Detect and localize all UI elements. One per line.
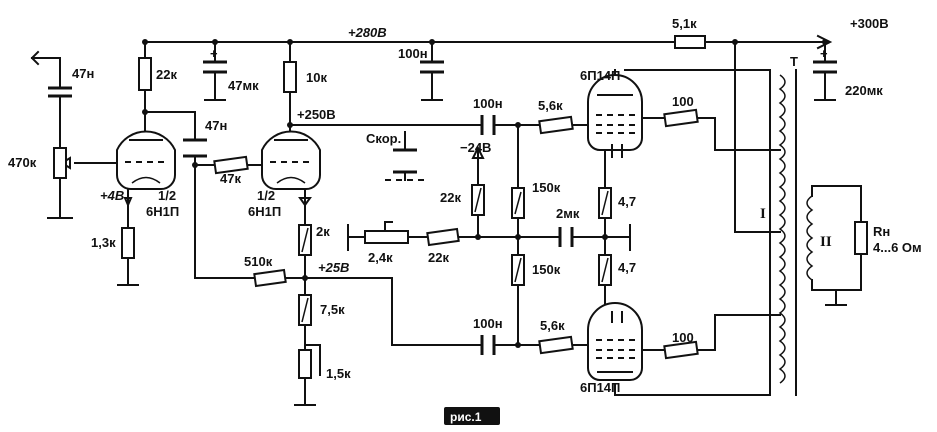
- v1b-type-label: 6Н1П: [248, 204, 281, 219]
- capacitors: ++: [48, 46, 837, 355]
- c-in-label: 47н: [72, 66, 94, 81]
- rail-300-label: +300В: [850, 16, 889, 31]
- r-k1-label: 4,7: [618, 194, 636, 209]
- load-resistor: [854, 221, 868, 255]
- c-coup1-label: 47н: [205, 118, 227, 133]
- c-coup2-label: 100н: [473, 96, 503, 111]
- r-scr1-label: 100: [672, 94, 694, 109]
- r-bias1-label: 22к: [440, 190, 461, 205]
- resistor-100-bottom: [663, 340, 699, 360]
- r-g2-label: 150к: [532, 262, 561, 277]
- output-transformer: [778, 69, 862, 396]
- r-scr2-label: 100: [672, 330, 694, 345]
- resistor-5-6k-bottom: [538, 335, 574, 355]
- node-25-label: +25В: [318, 260, 349, 275]
- c-cath-label: 2мк: [556, 206, 580, 221]
- secondary-winding-label: II: [820, 234, 832, 250]
- resistors: [53, 35, 868, 379]
- wires: [30, 34, 836, 406]
- c-filt1-label: 47мк: [228, 78, 259, 93]
- primary-winding-label: I: [760, 206, 766, 222]
- r-cath2-label: 2к: [316, 224, 330, 239]
- svg-text:+: +: [820, 46, 828, 61]
- r-cath2c-label: 1,5к: [326, 366, 351, 381]
- v1a-half-label: 1/2: [158, 188, 176, 203]
- v2-type-label: 6П14П: [580, 68, 620, 83]
- resistor-22k-bias-h: [426, 227, 460, 247]
- potentiometer-2-4k: [364, 230, 409, 244]
- c-out-label: 220мк: [845, 83, 883, 98]
- r-pot-label: 470к: [8, 155, 37, 170]
- v1a-type-label: 6Н1П: [146, 204, 179, 219]
- r-plate2-label: 10к: [306, 70, 327, 85]
- r-fb-label: 510к: [244, 254, 273, 269]
- resistor-5-1k: [674, 35, 706, 49]
- resistor-1-5k: [298, 349, 312, 379]
- rail-280-label: +280В: [348, 25, 387, 40]
- resistor-47k-grid: [213, 155, 249, 175]
- bias-label: −24В: [460, 140, 491, 155]
- r-stop2-label: 5,6к: [540, 318, 565, 333]
- resistor-510k: [253, 268, 287, 288]
- r-cath2b-label: 7,5к: [320, 302, 345, 317]
- r-stop1-label: 5,6к: [538, 98, 563, 113]
- r-grid2-label: 47к: [220, 171, 241, 186]
- load-value-label: 4...6 Ом: [873, 240, 922, 255]
- transformer-label: T: [790, 54, 798, 69]
- figure-caption: рис.1: [450, 410, 482, 424]
- resistor-10k-plate: [283, 61, 297, 93]
- r-plate1-label: 22к: [156, 67, 177, 82]
- figure-caption-box: [444, 407, 500, 425]
- resistor-100-top: [663, 108, 699, 128]
- r-bal-label: 2,4к: [368, 250, 393, 265]
- r-cath1-label: 1,3к: [91, 235, 116, 250]
- potentiometer-470k: [53, 147, 67, 179]
- v1b-half-label: 1/2: [257, 188, 275, 203]
- svg-text:+: +: [210, 46, 218, 61]
- load-name-label: Rн: [873, 224, 890, 239]
- r-k2-label: 4,7: [618, 260, 636, 275]
- c-filt2-label: 100н: [398, 46, 428, 61]
- resistor-22k-plate: [138, 57, 152, 91]
- resistor-5-6k-top: [538, 115, 574, 135]
- node-250-label: +250В: [297, 107, 336, 122]
- r-bias2-label: 22к: [428, 250, 449, 265]
- resistor-1-3k: [121, 227, 135, 259]
- tubes: [116, 74, 643, 381]
- r-drop-label: 5,1к: [672, 16, 697, 31]
- r-g1-label: 150к: [532, 180, 561, 195]
- labels: +280В +300В +250В +25В +4В −24В 1/2 6Н1П…: [8, 16, 922, 425]
- v3-type-label: 6П14П: [580, 380, 620, 395]
- c-coup3-label: 100н: [473, 316, 503, 331]
- node-4-label: +4В: [100, 188, 124, 203]
- trim-cap-label: Скор.: [366, 131, 401, 146]
